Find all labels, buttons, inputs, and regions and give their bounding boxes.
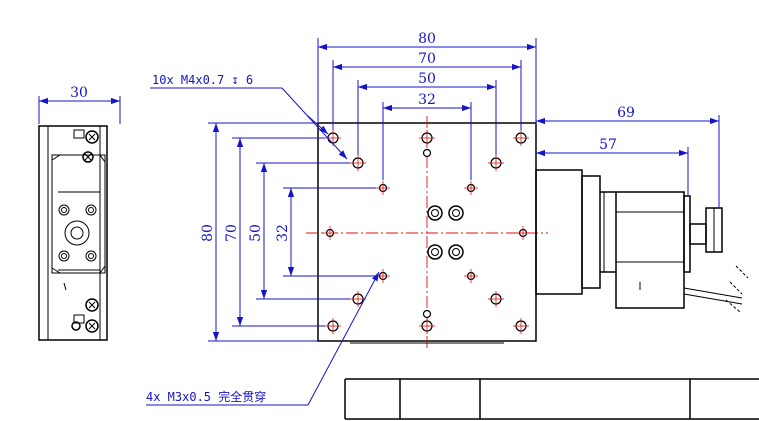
callout-through-holes: 4x M3x0.5 完全贯穿 bbox=[146, 271, 380, 406]
dim-left-32: 32 bbox=[275, 224, 291, 242]
dim-left-80: 80 bbox=[200, 224, 216, 242]
dim-motor-69: 69 bbox=[617, 105, 635, 121]
dim-left-50: 50 bbox=[248, 224, 264, 242]
dim-top-70: 70 bbox=[418, 51, 436, 67]
dim-motor-57: 57 bbox=[599, 137, 617, 153]
callout-threaded-holes-text: 10x M4x0.7 ↧ 6 bbox=[152, 73, 253, 87]
m4-threaded-holes bbox=[325, 130, 529, 334]
side-screw-heads bbox=[71, 130, 99, 333]
side-view: 30 bbox=[38, 85, 121, 341]
dim-top-32: 32 bbox=[418, 92, 436, 108]
callout-through-holes-text: 4x M3x0.5 完全贯穿 bbox=[146, 389, 266, 404]
stepper-motor bbox=[535, 169, 749, 313]
motor-dimensions: 69 57 bbox=[535, 105, 720, 208]
title-block bbox=[344, 378, 759, 420]
edge-holes bbox=[323, 148, 530, 319]
top-dimensions: 80 70 50 32 bbox=[317, 31, 537, 180]
top-view bbox=[306, 116, 548, 348]
counterbore-screws bbox=[427, 205, 464, 260]
left-dimensions: 80 70 50 32 bbox=[200, 122, 376, 342]
dim-left-70: 70 bbox=[224, 224, 240, 242]
dim-side-width: 30 bbox=[70, 85, 88, 101]
m3-through-holes bbox=[376, 181, 478, 283]
callout-threaded-holes: 10x M4x0.7 ↧ 6 bbox=[150, 73, 348, 160]
dim-top-50: 50 bbox=[418, 71, 436, 87]
dim-top-80: 80 bbox=[418, 31, 436, 47]
